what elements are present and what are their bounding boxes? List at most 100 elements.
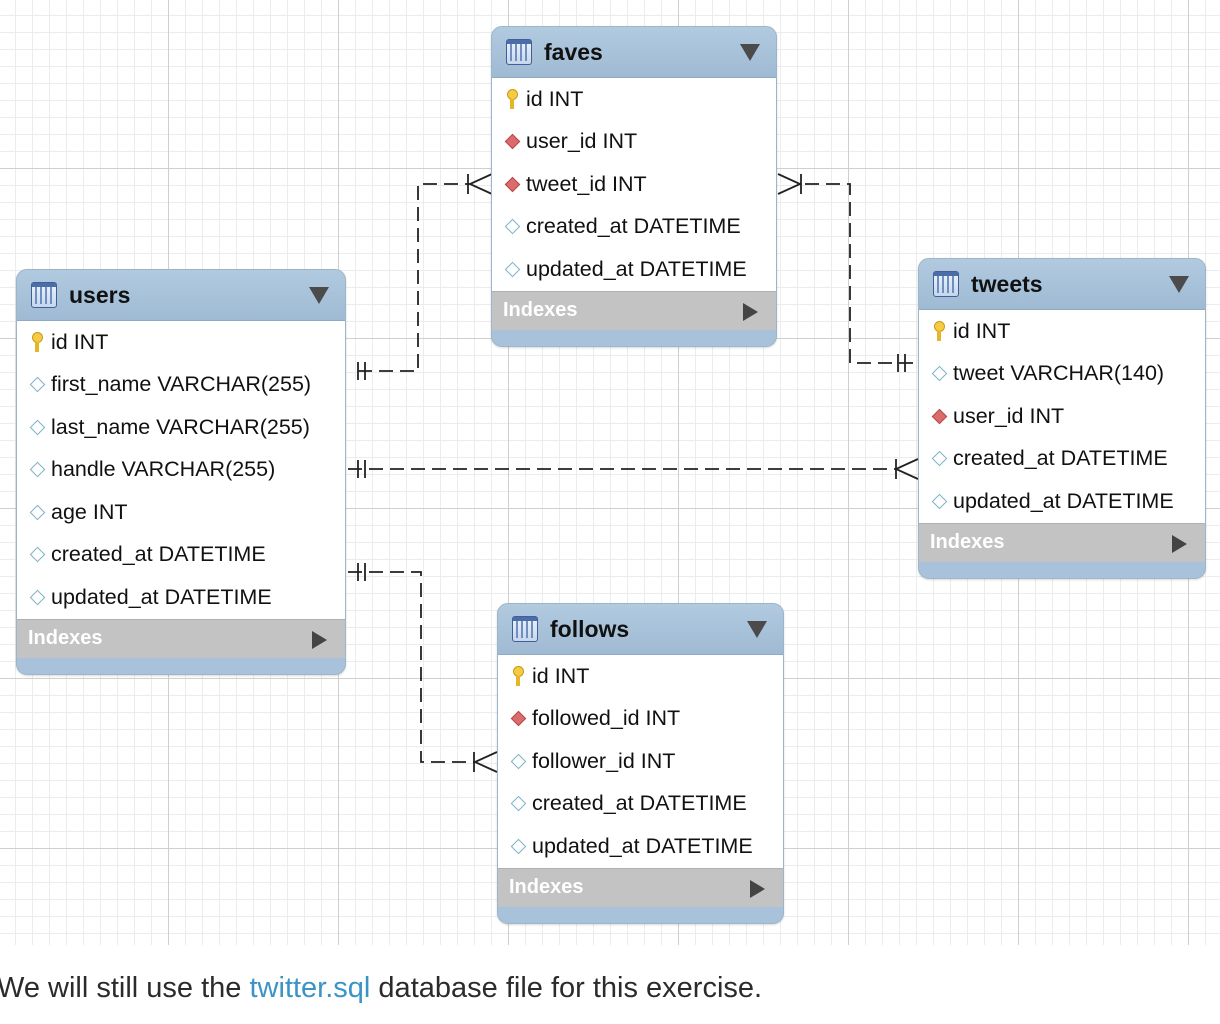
crowfoot-mark [467,173,493,195]
column-label: created_at DATETIME [532,791,747,816]
indexes-label: Indexes [503,299,578,321]
crowfoot-mark [893,458,919,480]
column-label: tweet VARCHAR(140) [953,361,1165,386]
column-label: tweet_id INT [526,171,647,196]
crowfoot-mark [472,751,498,773]
table-icon [512,616,538,642]
column-row: followed_id INT [498,698,783,741]
indexes-section[interactable]: Indexes [17,618,345,658]
column-row: created_at DATETIME [17,534,345,577]
column-row: handle VARCHAR(255) [17,449,345,492]
column-row: created_at DATETIME [492,206,776,249]
indexes-label: Indexes [930,531,1005,553]
column-label: created_at DATETIME [51,542,266,567]
er-diagram-canvas: users id INT first_name VARCHAR(255) las… [0,0,1220,945]
column-label: followed_id INT [532,706,681,731]
indexes-section[interactable]: Indexes [492,290,776,330]
column-row: id INT [498,655,783,698]
foreign-key-icon [500,172,524,196]
table-icon [933,271,959,297]
collapse-arrow-icon[interactable] [740,43,760,61]
column-label: id INT [953,318,1011,343]
column-row: id INT [492,78,776,121]
column-row: age INT [17,491,345,534]
column-row: created_at DATETIME [919,438,1205,481]
column-list: id INT user_id INT tweet_id INT created_… [492,78,776,291]
column-label: handle VARCHAR(255) [51,457,276,482]
expand-arrow-icon[interactable] [1172,534,1187,553]
column-row: user_id INT [919,395,1205,438]
column-label: id INT [51,329,109,354]
table-header[interactable]: follows [498,604,783,655]
column-diamond-icon [25,458,49,482]
relation-tweets-faves [800,183,913,364]
indexes-section[interactable]: Indexes [498,867,783,907]
column-label: updated_at DATETIME [51,584,272,609]
column-row: id INT [17,321,345,364]
column-label: user_id INT [953,403,1065,428]
table-icon [506,39,532,65]
table-footer [492,330,776,346]
column-list: id INT tweet VARCHAR(140) user_id INT cr… [919,310,1205,523]
column-row: first_name VARCHAR(255) [17,364,345,407]
column-diamond-icon [506,792,530,816]
column-diamond-icon [506,834,530,858]
table-icon [31,282,57,308]
column-label: created_at DATETIME [526,214,741,239]
column-diamond-icon [25,543,49,567]
column-label: follower_id INT [532,748,676,773]
table-header[interactable]: faves [492,27,776,78]
column-label: last_name VARCHAR(255) [51,414,310,439]
collapse-arrow-icon[interactable] [747,620,767,638]
column-row: user_id INT [492,121,776,164]
expand-arrow-icon[interactable] [312,630,327,649]
table-header[interactable]: users [17,270,345,321]
table-follows[interactable]: follows id INT followed_id INT follower_… [497,603,784,924]
collapse-arrow-icon[interactable] [309,286,329,304]
table-name: tweets [971,270,1043,297]
primary-key-icon [927,319,951,343]
column-row: updated_at DATETIME [498,825,783,868]
column-row: updated_at DATETIME [919,480,1205,523]
column-diamond-icon [500,215,524,239]
collapse-arrow-icon[interactable] [1169,275,1189,293]
table-name: faves [544,38,603,65]
column-list: id INT followed_id INT follower_id INT c… [498,655,783,868]
caption-after: database file for this exercise. [370,972,763,1004]
table-users[interactable]: users id INT first_name VARCHAR(255) las… [16,269,346,675]
table-faves[interactable]: faves id INT user_id INT tweet_id INT cr… [491,26,777,347]
table-header[interactable]: tweets [919,259,1205,310]
column-row: tweet_id INT [492,163,776,206]
relation-users-faves [358,183,470,372]
table-footer [17,658,345,674]
foreign-key-icon [500,130,524,154]
expand-arrow-icon[interactable] [743,302,758,321]
column-label: updated_at DATETIME [526,256,747,281]
column-row: tweet VARCHAR(140) [919,353,1205,396]
expand-arrow-icon[interactable] [750,879,765,898]
column-label: first_name VARCHAR(255) [51,372,312,397]
table-tweets[interactable]: tweets id INT tweet VARCHAR(140) user_id… [918,258,1206,579]
column-list: id INT first_name VARCHAR(255) last_name… [17,321,345,619]
column-diamond-icon [25,500,49,524]
column-row: last_name VARCHAR(255) [17,406,345,449]
column-diamond-icon [927,489,951,513]
column-diamond-icon [25,373,49,397]
twitter-sql-link[interactable]: twitter.sql [249,972,371,1004]
relationship-connectors [348,173,919,773]
column-label: id INT [526,86,584,111]
column-diamond-icon [927,447,951,471]
column-row: updated_at DATETIME [17,576,345,619]
column-label: updated_at DATETIME [953,488,1174,513]
column-diamond-icon [500,257,524,281]
column-row: updated_at DATETIME [492,248,776,291]
column-label: id INT [532,663,590,688]
table-footer [919,562,1205,578]
column-label: user_id INT [526,129,638,154]
caption-text: We will still use the twitter.sql databa… [0,972,762,1005]
column-row: created_at DATETIME [498,783,783,826]
primary-key-icon [506,664,530,688]
indexes-label: Indexes [509,876,584,898]
indexes-section[interactable]: Indexes [919,522,1205,562]
foreign-key-icon [927,404,951,428]
